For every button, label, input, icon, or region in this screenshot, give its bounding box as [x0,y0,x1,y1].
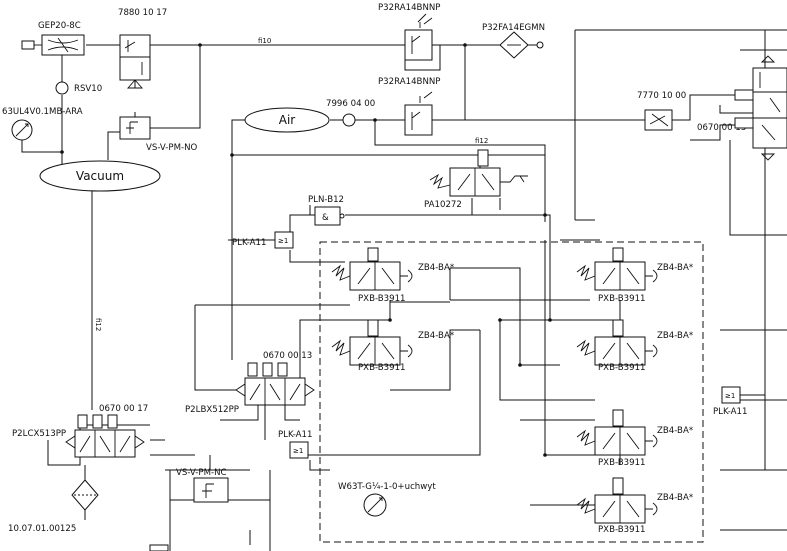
pxb-6-label: PXB-B3911 [598,525,646,535]
zb4-valve-1 [331,247,413,291]
dashed-assembly-boundary [319,241,704,543]
valve-7880-label: 7880 10 17 [118,8,167,18]
air-label: Air [279,113,296,127]
p32ra-mid-label: P32RA14BNNP [378,77,441,87]
or-gate-c-symbol: ≥1 [725,392,735,400]
vacuum-gauge-label: 63UL4V0.1MB-ARA [2,107,83,117]
check-valve-7996 [342,113,356,127]
plk-a11-or-gate-a [274,231,294,249]
right-directional-valve [734,55,787,161]
or-gate-b-symbol: ≥1 [293,447,303,455]
zb4-6-label: ZB4-BA* [657,493,694,503]
zb4-valve-6 [576,477,658,524]
p32fa-label: P32FA14EGMN [482,23,545,33]
valve-7880 [119,34,151,89]
plk-a11-or-gate-c [721,386,741,404]
pxb-3-label: PXB-B3911 [598,294,646,304]
p2lcx513pp-valve [65,414,145,458]
zb4-valve-2 [331,319,413,366]
plk-a11-c-label: PLK-A11 [713,407,747,417]
vs-v-pm-nc-switch [193,477,229,503]
vacuum-source [39,160,161,192]
gep20-flow-valve [21,34,85,56]
rsv10-check-valve [55,81,69,95]
rsv10-label: RSV10 [74,84,102,94]
zb4-valve-5 [576,409,658,456]
vacuum-label: Vacuum [76,169,124,183]
pxb-2-label: PXB-B3911 [358,363,406,373]
valve-7770-label: 7770 10 00 [637,91,686,101]
zb4-valve-3 [576,247,658,291]
bottom-filter [71,479,99,511]
valve-0670-top-label: 0670 00 13 [697,123,746,133]
zb4-valve-4 [576,319,658,366]
pln-b12-and-gate [314,206,345,226]
p2lbx512pp-valve [235,362,315,406]
zb4-3-label: ZB4-BA* [657,263,694,273]
vs-v-pm-no-switch [119,116,151,140]
w63t-label: W63T-G¼-1-0+uchwyt [338,482,436,492]
vacuum-gauge [11,119,33,141]
zb4-5-label: ZB4-BA* [657,426,694,436]
or-gate-a-symbol: ≥1 [278,237,288,245]
and-gate-symbol: & [322,213,329,223]
valve-7770 [644,109,673,131]
pxb-5-label: PXB-B3911 [598,458,646,468]
p2lcx-label: P2LCX513PP [12,429,66,439]
p32ra-regulator-mid [404,91,433,136]
zb4-1-label: ZB4-BA* [418,263,455,273]
valve-0670-mid-label: 0670 00 13 [263,351,312,361]
valve-0670-17-label: 0670 00 17 [99,404,148,414]
p32ra-regulator-top [404,13,433,61]
pxb-1-label: PXB-B3911 [358,294,406,304]
zb4-4-label: ZB4-BA* [657,331,694,341]
fi12-left-label: fi12 [94,318,102,331]
w63t-gauge [363,493,387,517]
p32ra-top-label: P32RA14BNNP [378,3,441,13]
p32fa-filter [499,31,544,59]
pa10272-valve [429,149,528,197]
vs-v-pm-nc-label: VS-V-PM-NC [176,468,227,478]
filter-code-label: 10.07.01.00125 [8,524,76,534]
vs-v-pm-no-label: VS-V-PM-NO [146,143,198,153]
zb4-2-label: ZB4-BA* [418,331,455,341]
p2lbx-label: P2LBX512PP [185,405,239,415]
junction-dots [60,43,552,457]
check-valve-7996-label: 7996 04 00 [326,99,375,109]
pa10272-label: PA10272 [424,200,462,210]
plk-a11-b-label: PLK-A11 [278,430,312,440]
pln-b12-label: PLN-B12 [308,195,344,205]
plk-a11-or-gate-b [289,441,309,459]
fi12-top-label: fi12 [475,137,488,145]
pxb-4-label: PXB-B3911 [598,363,646,373]
gep20-label: GEP20-8C [38,21,81,31]
fi10-label: fi10 [258,37,271,45]
air-source [244,107,330,133]
plk-a11-a-label: PLK-A11 [232,238,266,248]
bottom-fitting [149,544,169,551]
